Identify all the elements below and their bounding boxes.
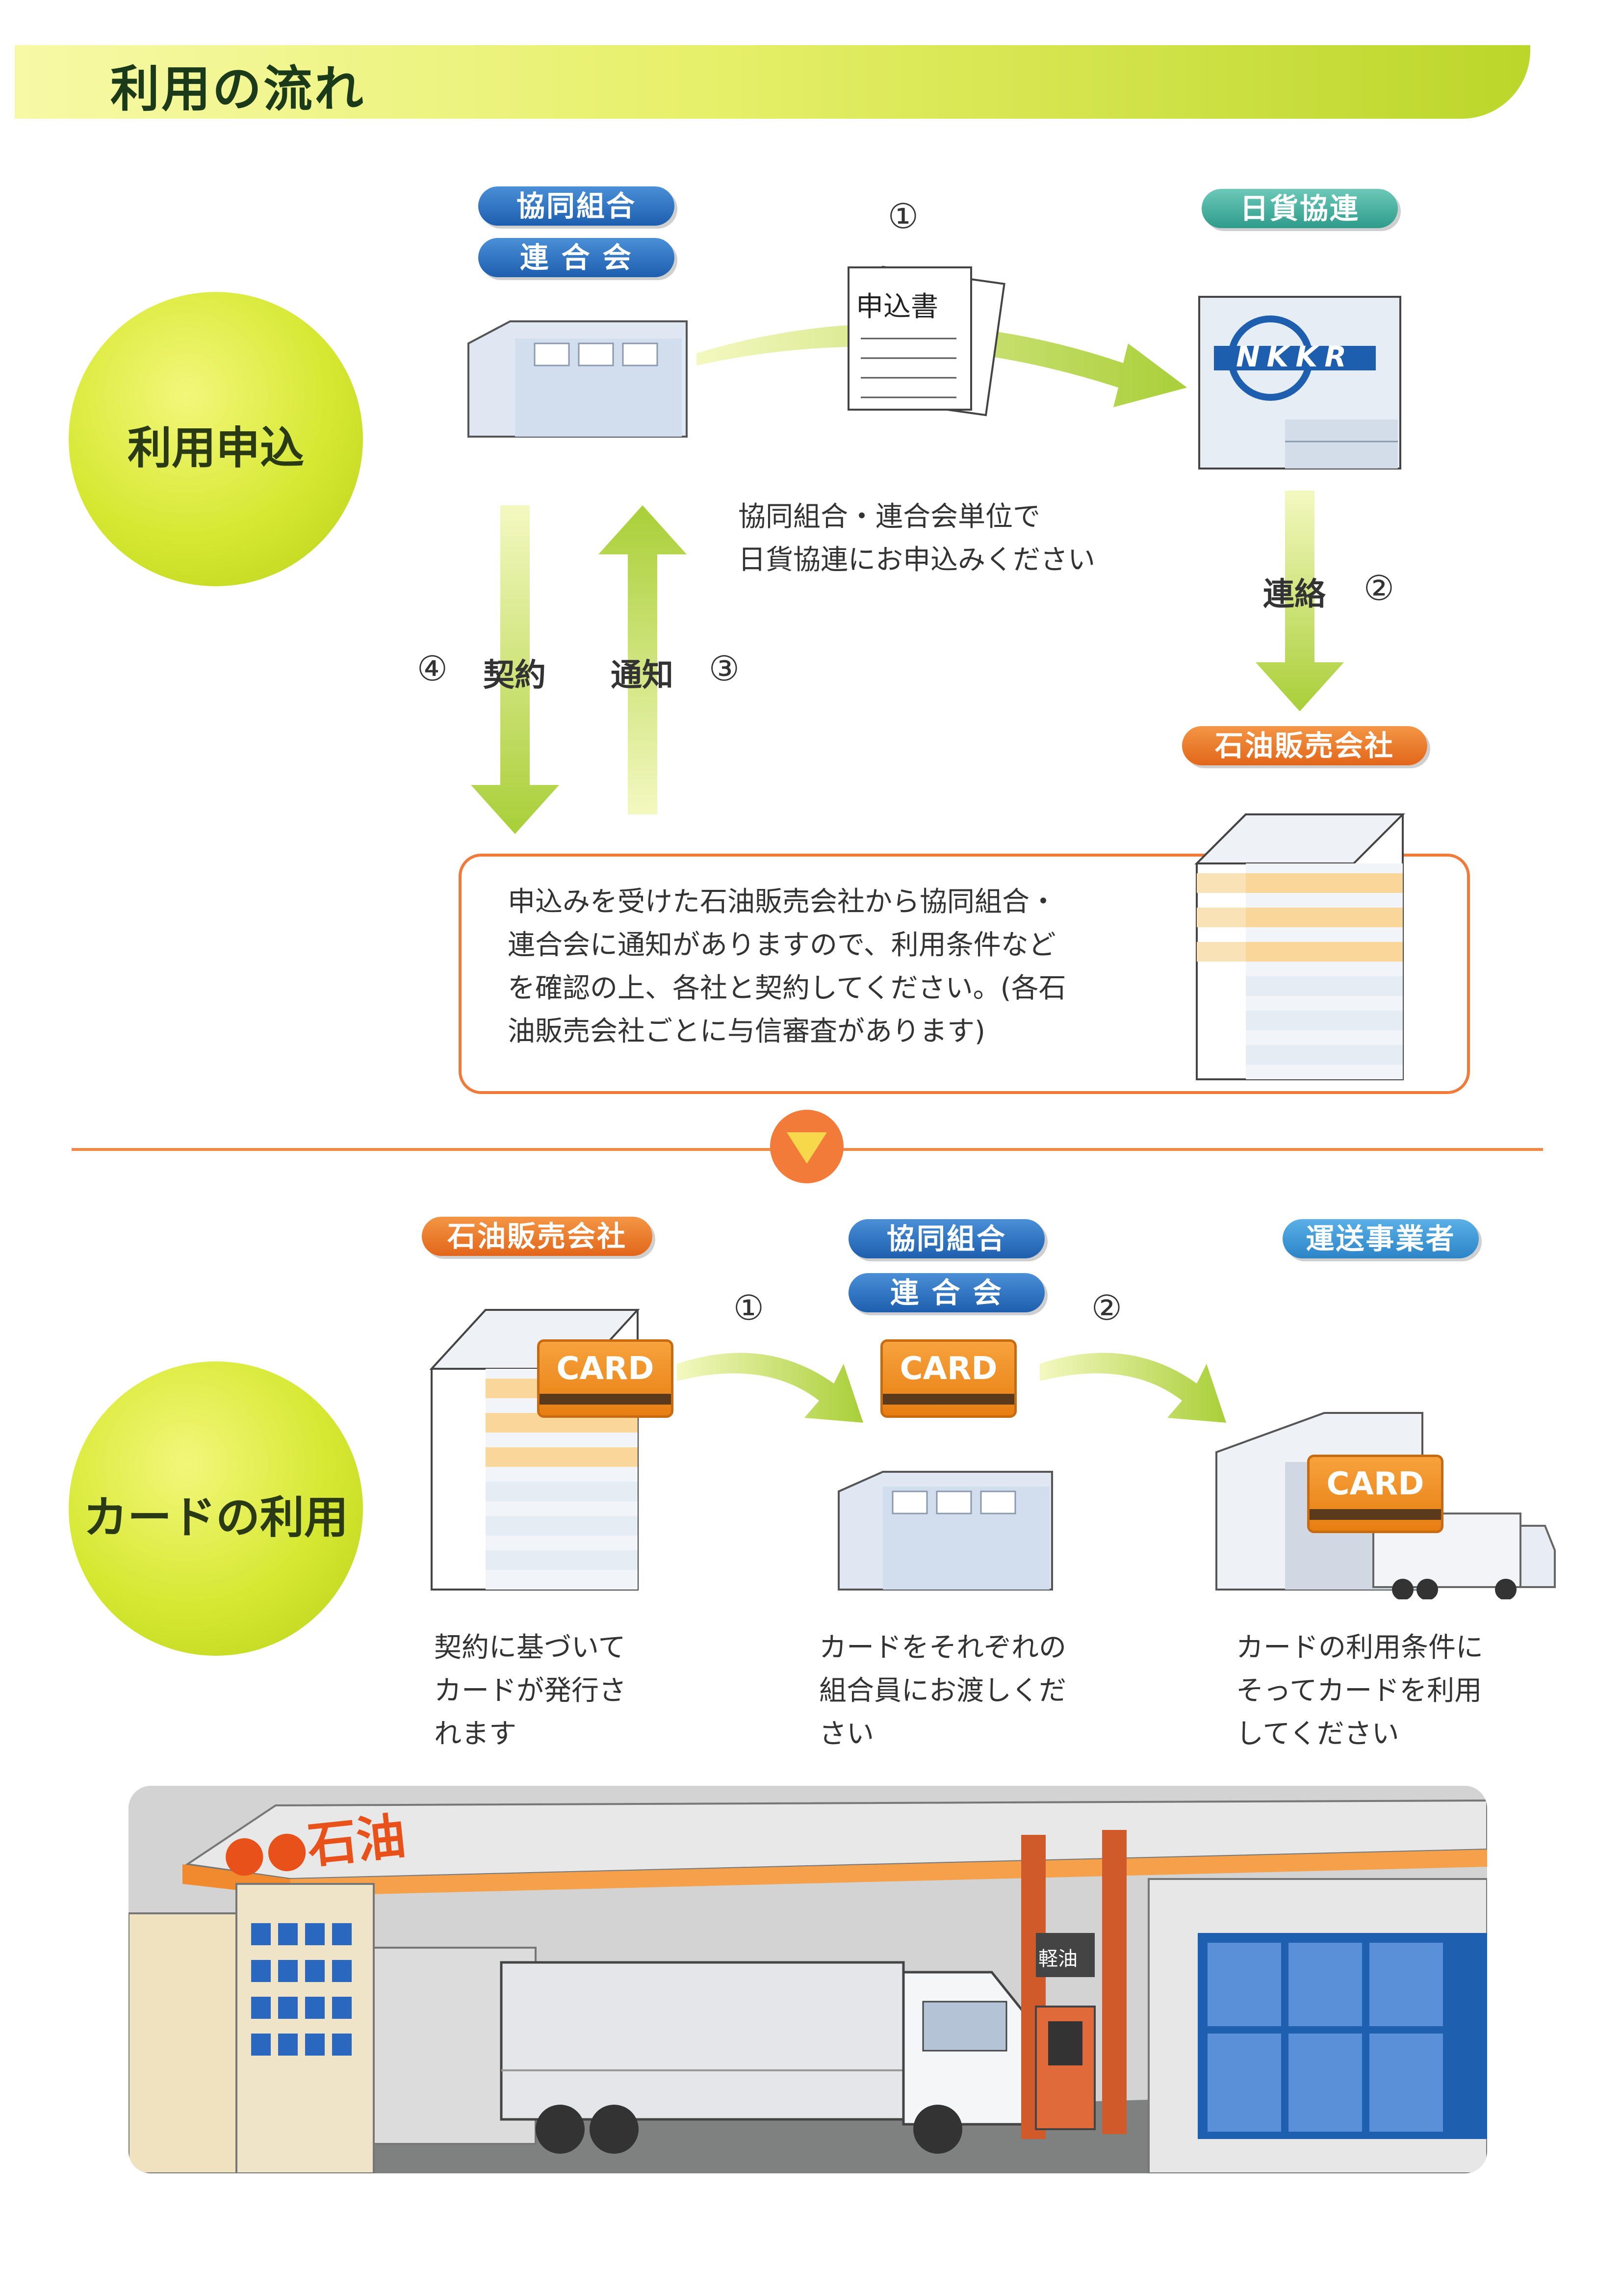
contract-label: 契約 — [483, 657, 546, 694]
arrow-card-issue-icon — [677, 1353, 863, 1423]
coop-label-4: 連 合 会 — [849, 1273, 1045, 1312]
header-bar — [15, 45, 1530, 119]
oil-company-label: 石油販売会社 — [1182, 726, 1427, 765]
coop-label-1: 協同組合 — [478, 186, 674, 226]
arrow-card-distribute-icon — [1040, 1353, 1226, 1423]
section1-step3: ③ — [709, 649, 740, 689]
contact-label: 連絡 — [1263, 576, 1326, 613]
coop-label-3: 協同組合 — [849, 1219, 1045, 1258]
section1-step1: ① — [888, 196, 919, 236]
transport-label: 運送事業者 — [1283, 1219, 1479, 1258]
card-transport-icon: CARD — [1307, 1455, 1443, 1533]
info-text: 申込みを受けた石油販売会社から協同組合・ 連合会に通知がありますので、利用条件な… — [508, 886, 1066, 1047]
section2-step2: ② — [1091, 1288, 1122, 1328]
card-coop-icon: CARD — [880, 1339, 1017, 1418]
section2-label: カードの利用 — [83, 1492, 348, 1543]
form-label: 申込書 — [856, 291, 938, 323]
section2-step1: ① — [733, 1288, 764, 1328]
nikka-logo-text: NKKR — [1236, 340, 1354, 373]
gas-station-scene — [129, 1786, 1487, 2173]
coop-label-2: 連 合 会 — [478, 238, 674, 277]
gas-station-illustration: ●●石油 軽油 — [129, 1786, 1487, 2173]
arrow-notify-icon — [598, 505, 687, 814]
notify-label: 通知 — [611, 657, 673, 694]
card-label-3: CARD — [1326, 1466, 1424, 1502]
oil-building-overlay-icon — [1194, 813, 1405, 1080]
section1-step4: ④ — [417, 649, 448, 689]
section2-graphics — [429, 1309, 1556, 1599]
truck-icon — [1372, 1513, 1556, 1599]
card-label-1: CARD — [556, 1351, 654, 1387]
application-form-icon — [848, 265, 1005, 417]
section1-label: 利用申込 — [128, 422, 304, 474]
nikka-label: 日貨協連 — [1202, 189, 1398, 228]
card-label-2: CARD — [900, 1351, 998, 1387]
coop-building-icon — [467, 320, 688, 438]
coop-building-icon-2 — [838, 1471, 1053, 1591]
next-step-icon — [770, 1110, 844, 1183]
arrow-contact-icon — [1256, 491, 1344, 711]
text-card-issue: 契約に基づいて カードが発行さ れます — [434, 1632, 626, 1750]
oil-company-label-2: 石油販売会社 — [422, 1217, 652, 1256]
issuer-building-icon — [429, 1309, 640, 1591]
pump-label: 軽油 — [1038, 1948, 1078, 1970]
page-title: 利用の流れ — [110, 60, 365, 118]
nikka-building-icon — [1198, 296, 1401, 470]
text-card-use: カードの利用条件に そってカードを利用 してください — [1236, 1632, 1483, 1750]
section1-circle: 利用申込 — [69, 292, 363, 586]
section1-step2: ② — [1364, 568, 1394, 608]
text-card-distribute: カードをそれぞれの 組合員にお渡しくだ さい — [819, 1632, 1066, 1750]
section2-circle: カードの利用 — [69, 1361, 363, 1656]
section1-note: 協同組合・連合会単位で 日貨協連にお申込みください — [738, 501, 1095, 576]
card-issuer-icon: CARD — [537, 1339, 673, 1418]
arrow-application-icon — [696, 323, 1187, 407]
arrow-contract-icon — [471, 505, 559, 834]
